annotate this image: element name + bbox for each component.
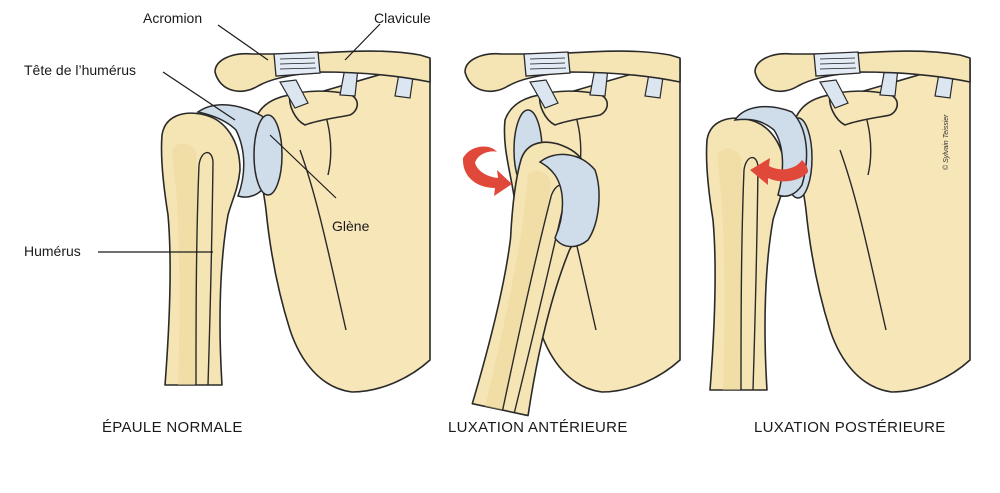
panel-anterior: [464, 50, 681, 421]
label-tete-humerus: Tête de l’humérus: [24, 62, 136, 78]
panel-posterior: [705, 50, 971, 393]
credit-text: © Sylvain Teissier: [942, 114, 950, 170]
caption-posterior: LUXATION POSTÉRIEURE: [754, 419, 946, 436]
label-glene: Glène: [332, 218, 370, 234]
caption-anterior: LUXATION ANTÉRIEURE: [448, 419, 628, 436]
arrow-anterior: [462, 146, 512, 196]
label-humerus: Humérus: [24, 243, 81, 259]
panel-normal: [160, 50, 431, 393]
caption-normal: ÉPAULE NORMALE: [102, 419, 243, 436]
arrow-posterior: [750, 158, 808, 185]
label-acromion: Acromion: [143, 10, 202, 26]
label-clavicule: Clavicule: [374, 10, 431, 26]
leader-lines: [98, 23, 381, 253]
